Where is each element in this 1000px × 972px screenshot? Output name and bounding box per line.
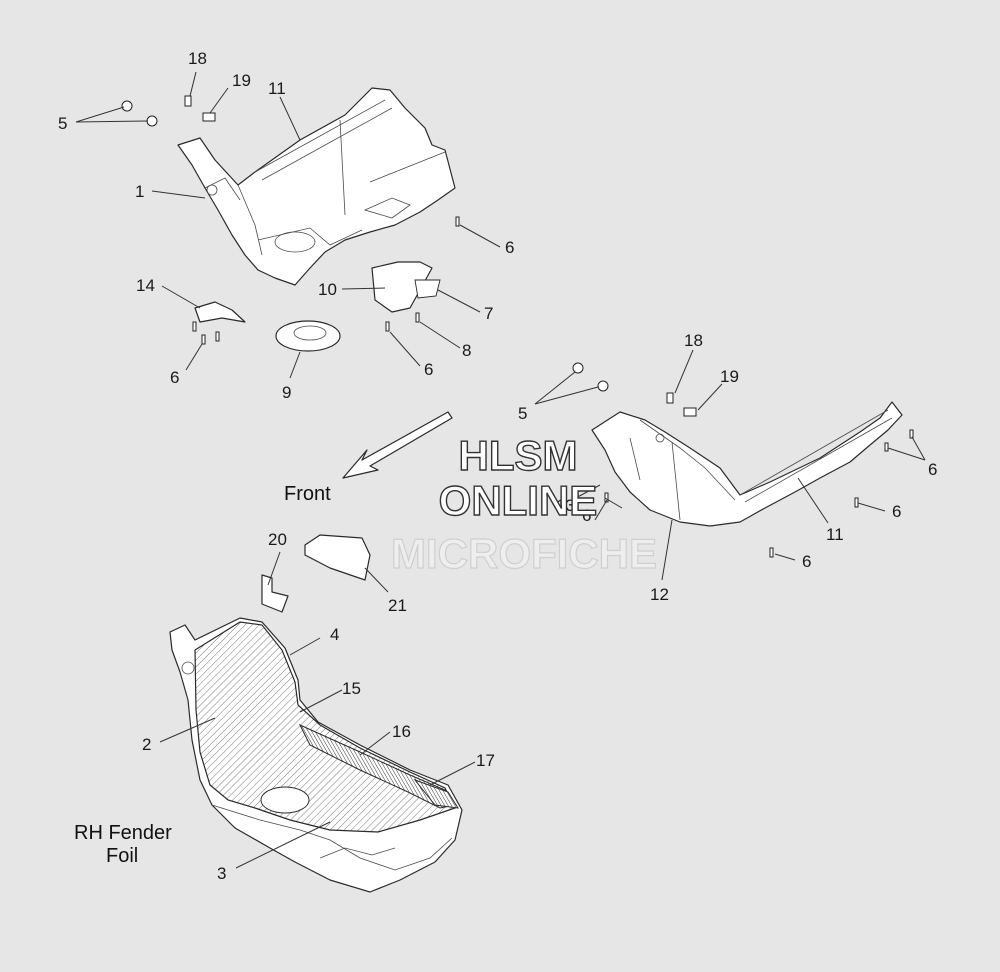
callout-6: 6 (505, 238, 514, 257)
watermark-line2: ONLINE (439, 477, 598, 524)
part-12-fender-rh (591, 401, 903, 527)
callout-8: 8 (462, 341, 471, 360)
rivets-6-left (192, 216, 460, 345)
watermark: HLSM ONLINE MICROFICHE (390, 431, 657, 577)
callout-18: 18 (188, 49, 207, 68)
callout-16: 16 (392, 722, 411, 741)
part-1-fender-lh (177, 87, 456, 286)
callout-14: 14 (136, 276, 155, 295)
part-9-seal-ring (275, 320, 341, 352)
callout-7: 7 (484, 304, 493, 323)
callout-11: 11 (268, 79, 286, 98)
callout-15: 15 (342, 679, 361, 698)
callout-9: 9 (282, 383, 291, 402)
callout-6: 6 (424, 360, 433, 379)
callout-6: 6 (170, 368, 179, 387)
part-21-panel (304, 534, 371, 581)
callout-19: 19 (720, 367, 739, 386)
callout-20: 20 (268, 530, 287, 549)
watermark-line1: HLSM (459, 432, 578, 479)
part-10-cover (371, 261, 441, 313)
callout-labels: 18 19 5 11 1 6 14 10 7 8 6 6 9 18 19 5 6… (58, 49, 937, 883)
part-2-fender-foil (169, 617, 463, 893)
callout-5: 5 (58, 114, 67, 133)
fastener-5-top (121, 100, 158, 127)
callout-19: 19 (232, 71, 251, 90)
callout-21: 21 (388, 596, 407, 615)
section-title-line1: RH Fender (74, 822, 172, 844)
part-20-bracket (261, 574, 289, 613)
callout-6: 6 (582, 506, 591, 525)
callout-18: 18 (684, 331, 703, 350)
fastener-5-right (572, 362, 609, 392)
callout-1: 1 (135, 182, 144, 201)
callout-13: 13 (556, 496, 575, 515)
fastener-18-top (184, 95, 192, 107)
callout-6: 6 (892, 502, 901, 521)
leader-lines (75, 71, 926, 869)
callout-2: 2 (142, 735, 151, 754)
callout-11: 11 (826, 525, 844, 544)
callout-4: 4 (330, 625, 339, 644)
callout-12: 12 (650, 585, 669, 604)
callout-17: 17 (476, 751, 495, 770)
callout-10: 10 (318, 280, 337, 299)
clip-19-top (202, 112, 216, 122)
callout-3: 3 (217, 864, 226, 883)
part-14-bracket (194, 301, 246, 323)
rivets-6-right (604, 429, 914, 558)
front-label: Front (284, 483, 331, 505)
callout-5: 5 (518, 404, 527, 423)
part-13-clip (604, 497, 623, 509)
fastener-18-right (666, 392, 674, 404)
clip-19-right (683, 407, 697, 417)
front-direction-arrow (342, 411, 453, 479)
watermark-line3: MICROFICHE (391, 530, 657, 577)
section-title-line2: Foil (106, 845, 138, 867)
callout-6: 6 (802, 552, 811, 571)
callout-6: 6 (928, 460, 937, 479)
